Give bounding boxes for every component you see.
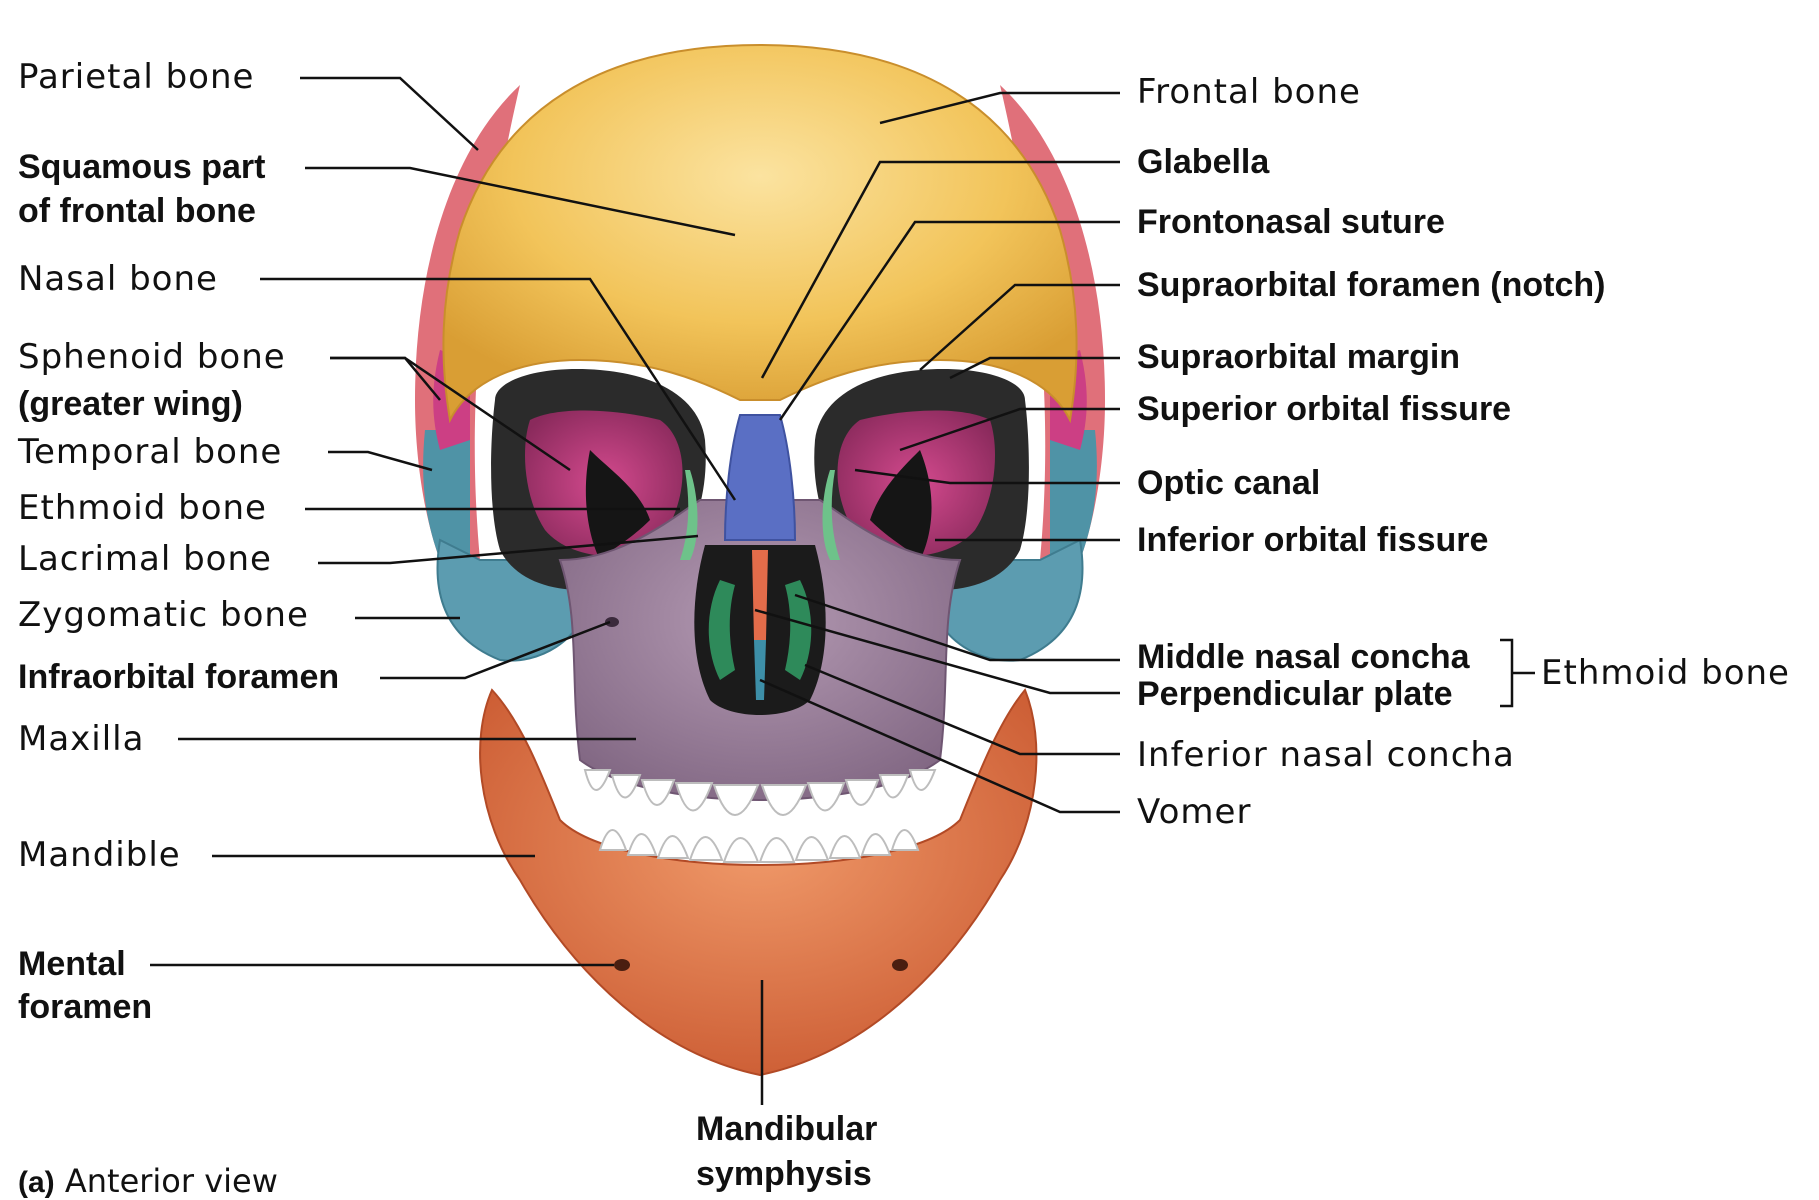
label-perpendicular-plate: Perpendicular plate [1137, 677, 1453, 711]
label-parietal-bone: Parietal bone [18, 60, 254, 94]
label-mandibular-symphysis-2: symphysis [696, 1157, 872, 1191]
label-glabella: Glabella [1137, 145, 1269, 179]
label-temporal-bone: Temporal bone [18, 435, 282, 469]
label-sphenoid-bone-2: (greater wing) [18, 387, 243, 421]
label-mental-foramen-2: foramen [18, 990, 152, 1024]
label-mandibular-symphysis-1: Mandibular [696, 1112, 877, 1146]
label-mandible: Mandible [18, 838, 181, 872]
label-nasal-bone: Nasal bone [18, 262, 218, 296]
label-supraorbital-foramen: Supraorbital foramen (notch) [1137, 268, 1605, 302]
label-infraorbital-foramen: Infraorbital foramen [18, 660, 339, 694]
caption-text: Anterior view [65, 1162, 278, 1200]
label-frontal-bone: Frontal bone [1137, 75, 1361, 109]
label-vomer: Vomer [1137, 795, 1251, 829]
label-superior-orbital-fissure: Superior orbital fissure [1137, 392, 1511, 426]
mental-foramen-right [892, 959, 908, 971]
label-sphenoid-bone-1: Sphenoid bone [18, 340, 286, 374]
label-squamous-part-2: of frontal bone [18, 194, 256, 228]
label-ethmoid-bone-group: Ethmoid bone [1541, 656, 1790, 690]
label-ethmoid-bone: Ethmoid bone [18, 491, 267, 525]
perpendicular-plate [752, 550, 768, 640]
label-supraorbital-margin: Supraorbital margin [1137, 340, 1460, 374]
label-maxilla: Maxilla [18, 722, 144, 756]
label-optic-canal: Optic canal [1137, 466, 1320, 500]
label-zygomatic-bone: Zygomatic bone [18, 598, 309, 632]
frontal-bone [443, 45, 1076, 420]
caption-tag: (a) [18, 1166, 55, 1199]
label-inferior-nasal-concha: Inferior nasal concha [1137, 738, 1515, 772]
figure-caption: (a) Anterior view [18, 1165, 278, 1198]
vomer [754, 640, 766, 700]
label-lacrimal-bone: Lacrimal bone [18, 542, 272, 576]
label-inferior-orbital-fissure: Inferior orbital fissure [1137, 523, 1488, 557]
temporal-left [423, 430, 470, 560]
mental-foramen-left [614, 959, 630, 971]
nasal-bone [725, 415, 795, 540]
label-middle-nasal-concha: Middle nasal concha [1137, 640, 1470, 674]
label-frontonasal-suture: Frontonasal suture [1137, 205, 1445, 239]
label-mental-foramen-1: Mental [18, 947, 126, 981]
label-squamous-part-1: Squamous part [18, 150, 265, 184]
